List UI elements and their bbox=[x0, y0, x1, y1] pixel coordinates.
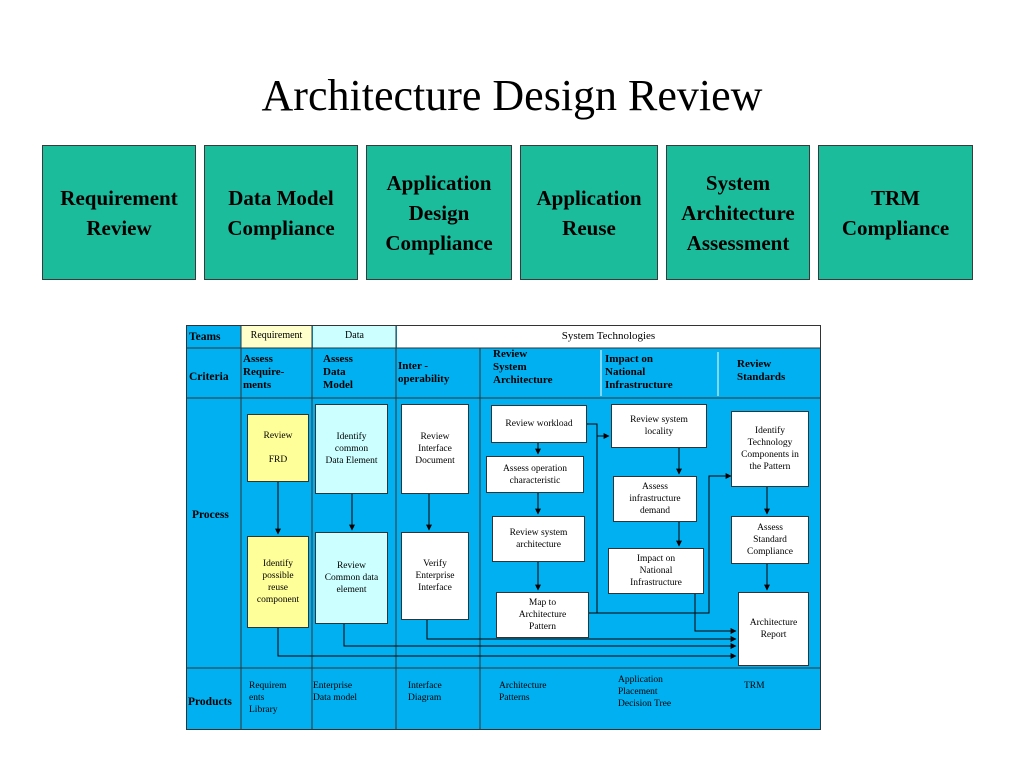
stage-label: TRM Compliance bbox=[841, 185, 950, 240]
box-text: Verify Enterprise Interface bbox=[415, 559, 455, 593]
criteria-interoperability: Inter - operability bbox=[398, 360, 450, 385]
criteria-assess-data-model: Assess Data Model bbox=[323, 353, 353, 391]
flow-arrow bbox=[277, 628, 737, 659]
box-assess-infrastructure: Assess infrastructure demand bbox=[613, 476, 697, 522]
box-review-system-architecture: Review system architecture bbox=[492, 516, 585, 562]
stage-requirement-review: Requirement Review bbox=[42, 145, 196, 280]
product-interface-diagram: Interface Diagram bbox=[408, 681, 442, 703]
stage-label: Data Model Compliance bbox=[227, 185, 335, 240]
box-text: Review FRD bbox=[263, 431, 293, 465]
team-data-cell: Data bbox=[313, 326, 396, 348]
box-text: Review Interface Document bbox=[415, 432, 455, 466]
box-text: Assess infrastructure demand bbox=[629, 482, 681, 516]
box-text: Impact on National Infrastructure bbox=[630, 554, 682, 588]
box-text: Identify Technology Components in the Pa… bbox=[741, 426, 799, 472]
criteria-assess-requirements: Assess Require- ments bbox=[243, 353, 285, 391]
box-text: Identify common Data Element bbox=[325, 432, 378, 466]
box-impact-national: Impact on National Infrastructure bbox=[608, 548, 704, 594]
box-text: Review Common data element bbox=[324, 561, 379, 595]
box-review-frd: Review FRD bbox=[247, 414, 309, 482]
flow-arrow bbox=[426, 620, 737, 642]
flow-arrow bbox=[343, 624, 737, 649]
team-requirement-cell: Requirement bbox=[241, 326, 312, 348]
box-text: Assess operation characteristic bbox=[502, 463, 568, 486]
product-trm: TRM bbox=[744, 681, 765, 691]
box-identify-reuse: Identify possible reuse component bbox=[247, 536, 309, 628]
box-architecture-report: Architecture Report bbox=[738, 592, 809, 666]
product-requirements-library: Requirem ents Library bbox=[249, 681, 287, 715]
product-architecture-patterns: Architecture Patterns bbox=[499, 681, 547, 703]
stage-data-model-compliance: Data Model Compliance bbox=[204, 145, 358, 280]
criteria-review-standards: Review Standards bbox=[737, 358, 786, 383]
box-text: Assess Standard Compliance bbox=[747, 523, 793, 557]
row-header-criteria: Criteria bbox=[189, 371, 229, 383]
box-text: Review workload bbox=[505, 419, 573, 429]
row-header-products: Products bbox=[188, 696, 232, 708]
criteria-review-system-architecture: Review System Architecture bbox=[493, 348, 553, 386]
box-verify-interface: Verify Enterprise Interface bbox=[401, 532, 469, 620]
box-assess-operation: Assess operation characteristic bbox=[486, 456, 584, 493]
stage-system-architecture-assessment: System Architecture Assessment bbox=[666, 145, 810, 280]
box-text: Review system locality bbox=[630, 415, 688, 437]
stage-label: Requirement Review bbox=[60, 185, 178, 240]
box-review-workload: Review workload bbox=[491, 405, 587, 443]
row-header-teams: Teams bbox=[189, 331, 221, 343]
flow-arrow bbox=[587, 423, 598, 614]
flow-arrow bbox=[694, 594, 737, 634]
box-identify-technology: Identify Technology Components in the Pa… bbox=[731, 411, 809, 487]
product-application-placement: Application Placement Decision Tree bbox=[618, 675, 672, 709]
slide-title: Architecture Design Review bbox=[261, 71, 763, 120]
stage-label: System Architecture Assessment bbox=[681, 170, 795, 255]
box-review-common: Review Common data element bbox=[315, 532, 388, 624]
stage-application-reuse: Application Reuse bbox=[520, 145, 658, 280]
flow-arrow bbox=[589, 473, 732, 614]
box-text: Map to Architecture Pattern bbox=[518, 598, 567, 632]
box-map-pattern: Map to Architecture Pattern bbox=[496, 592, 589, 638]
diagram-connectors bbox=[187, 326, 820, 729]
product-enterprise-data-model: Enterprise Data model bbox=[313, 681, 358, 703]
box-identify-common: Identify common Data Element bbox=[315, 404, 388, 494]
box-text: Architecture Report bbox=[749, 618, 798, 640]
team-system-cell: System Technologies bbox=[397, 326, 820, 348]
stage-label: Application Design Compliance bbox=[385, 170, 493, 255]
stage-application-design-compliance: Application Design Compliance bbox=[366, 145, 512, 280]
criteria-impact-national-infrastructure: Impact on National Infrastructure bbox=[605, 353, 673, 391]
stage-label: Application Reuse bbox=[536, 185, 642, 240]
box-review-locality: Review system locality bbox=[611, 404, 707, 448]
box-text: Review system architecture bbox=[509, 528, 568, 550]
box-text: Identify possible reuse component bbox=[256, 559, 300, 605]
row-header-process: Process bbox=[192, 509, 229, 521]
stage-trm-compliance: TRM Compliance bbox=[818, 145, 973, 280]
process-diagram: Requirement Data System Technologies Tea… bbox=[186, 325, 821, 730]
box-review-interface: Review Interface Document bbox=[401, 404, 469, 494]
box-assess-standard: Assess Standard Compliance bbox=[731, 516, 809, 564]
